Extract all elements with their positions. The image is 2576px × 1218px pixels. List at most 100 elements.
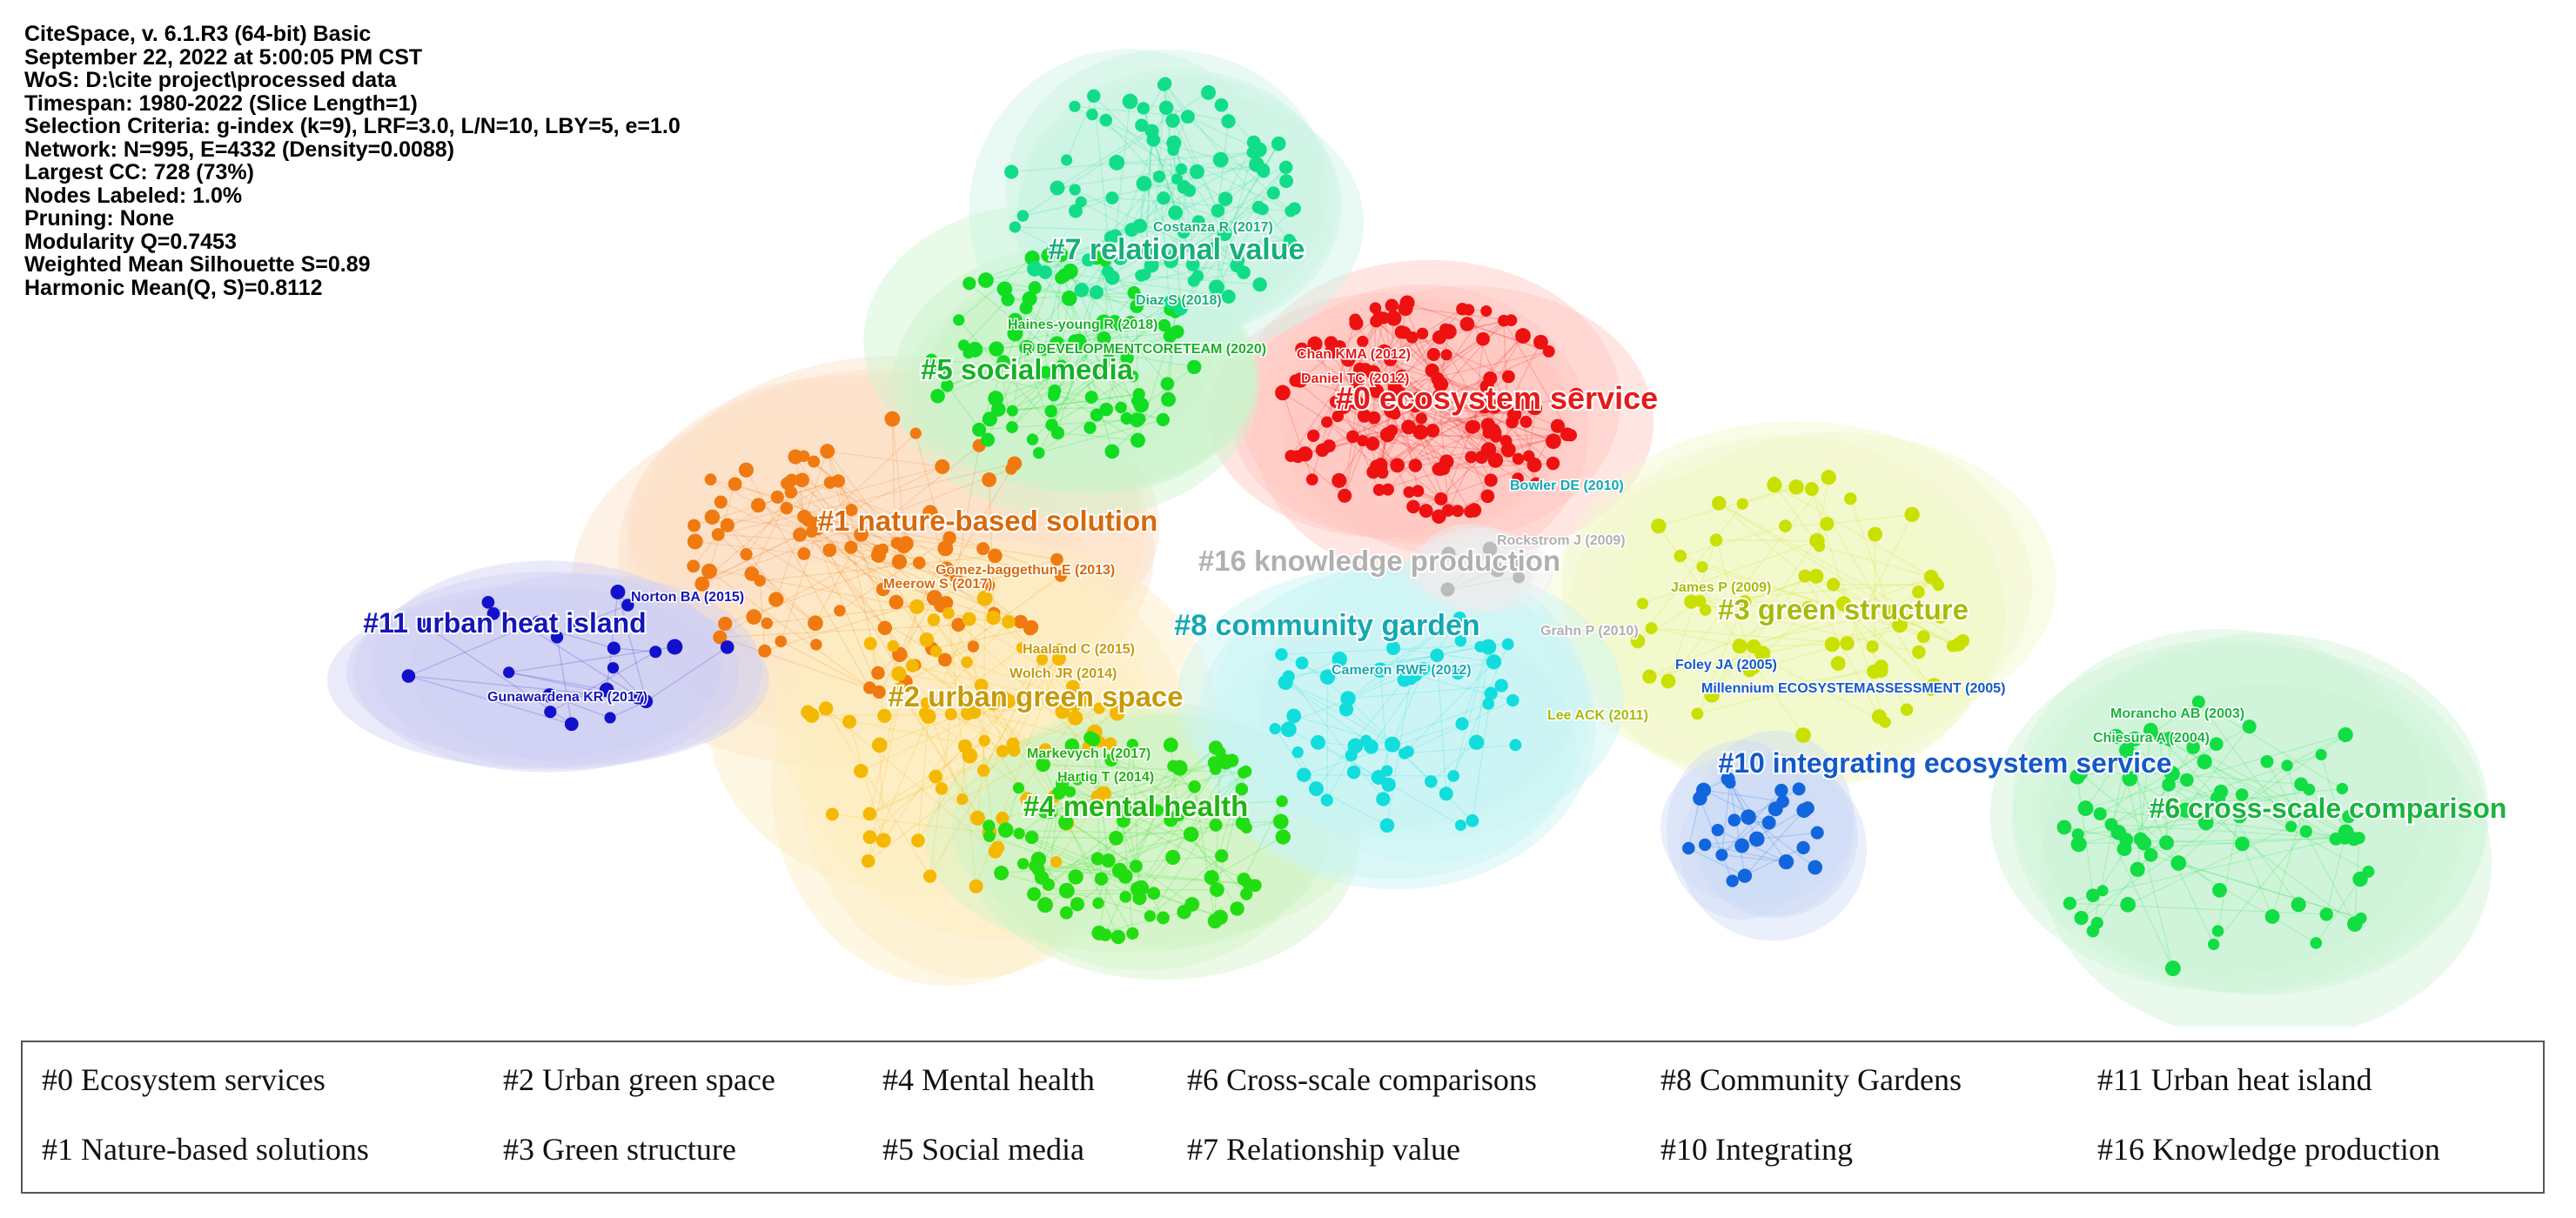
network-edge (710, 478, 778, 499)
network-node (1207, 914, 1223, 929)
network-node (1403, 485, 1415, 499)
network-node (2197, 814, 2214, 831)
network-edge (1729, 782, 1746, 876)
network-node (1126, 739, 1138, 751)
network-edge (2168, 784, 2356, 925)
network-node (1741, 809, 1756, 825)
network-node (1384, 736, 1400, 753)
network-edge (1011, 338, 1104, 428)
network-node (1379, 818, 1395, 833)
network-edge (1090, 737, 1137, 867)
network-node (2120, 896, 2136, 913)
network-node (1109, 154, 1125, 171)
network-edge (1012, 393, 1139, 412)
legend-item-2: #2 Urban green space (503, 1062, 775, 1097)
network-node (1447, 770, 1459, 782)
network-node (1490, 562, 1506, 578)
network-node (2235, 788, 2249, 801)
network-node (1240, 887, 1253, 900)
network-node (1699, 838, 1712, 852)
network-edge (983, 659, 1043, 771)
network-node (808, 455, 821, 468)
network-edge (1436, 655, 1447, 794)
network-edge (1699, 798, 1734, 881)
network-node (988, 548, 1003, 564)
network-node (989, 341, 1004, 357)
network-node (793, 527, 808, 542)
network-node (1157, 318, 1171, 332)
cluster-halo-c3 (1561, 421, 2033, 751)
network-node (738, 462, 754, 478)
network-node (953, 314, 965, 326)
network-node (1329, 395, 1343, 408)
network-edge (1753, 576, 1932, 647)
network-node (1479, 379, 1494, 394)
network-edge (580, 604, 628, 626)
network-edge (1012, 393, 1139, 412)
network-node (2299, 825, 2312, 838)
network-node (1090, 852, 1104, 866)
network-node (1132, 891, 1147, 906)
network-edge (735, 483, 904, 547)
network-node (2211, 925, 2224, 937)
network-edge (776, 496, 886, 629)
network-edge (1687, 798, 1701, 849)
network-edge (1285, 659, 1340, 684)
network-node (573, 618, 587, 632)
network-node (1711, 496, 1727, 511)
network-node (1209, 763, 1222, 775)
network-edge (1430, 741, 1478, 782)
network-node (1381, 765, 1393, 777)
network-node (1084, 391, 1098, 404)
network-edge (983, 659, 1043, 771)
network-edge (1087, 176, 1160, 261)
network-edge (1649, 616, 1941, 678)
network-edge (2171, 743, 2217, 774)
network-node (1161, 392, 1176, 407)
network-node (1297, 446, 1313, 462)
network-node (2291, 897, 2306, 913)
network-node (845, 503, 858, 517)
network-edge (912, 665, 1100, 709)
network-node (1144, 910, 1156, 922)
network-node (990, 840, 1005, 855)
cluster-label-c3: #3 green structure (1718, 593, 1969, 626)
network-edge (1651, 627, 1741, 647)
network-edge (2096, 726, 2251, 924)
network-node (2086, 924, 2100, 938)
network-edge (1715, 539, 1817, 542)
network-edge (1105, 322, 1131, 410)
network-node (1275, 385, 1291, 401)
info-line: Pruning: None (24, 206, 175, 231)
network-node (1715, 848, 1728, 861)
network-node (976, 590, 993, 606)
network-edge (2076, 776, 2094, 896)
network-node (1209, 818, 1223, 832)
network-node (2352, 832, 2365, 845)
network-node (1123, 315, 1138, 330)
network-edge (1432, 338, 1484, 371)
network-edge (948, 612, 1090, 747)
node-label: Haines-young R (2018) (1008, 318, 1157, 332)
network-node (1037, 804, 1052, 819)
network-node (1036, 897, 1053, 914)
node-label: Lee ACK (2011) (1547, 708, 1648, 723)
network-edge (827, 451, 898, 544)
network-node (1105, 191, 1119, 204)
network-edge (2081, 734, 2346, 919)
info-line: Harmonic Mean(Q, S)=0.8112 (24, 275, 323, 300)
network-node (1737, 868, 1753, 883)
network-edge (995, 331, 1178, 399)
network-edge (1691, 581, 1937, 603)
network-edge (701, 533, 801, 584)
network-node (803, 707, 820, 723)
network-node (1349, 395, 1365, 411)
network-node (1126, 927, 1139, 940)
network-edge (2127, 826, 2291, 906)
network-node (1215, 849, 1229, 863)
network-edge (2271, 789, 2311, 917)
network-node (1332, 410, 1344, 423)
network-edge (2286, 733, 2346, 766)
network-node (1821, 470, 1836, 485)
cluster-halo-c8 (1260, 558, 1590, 863)
